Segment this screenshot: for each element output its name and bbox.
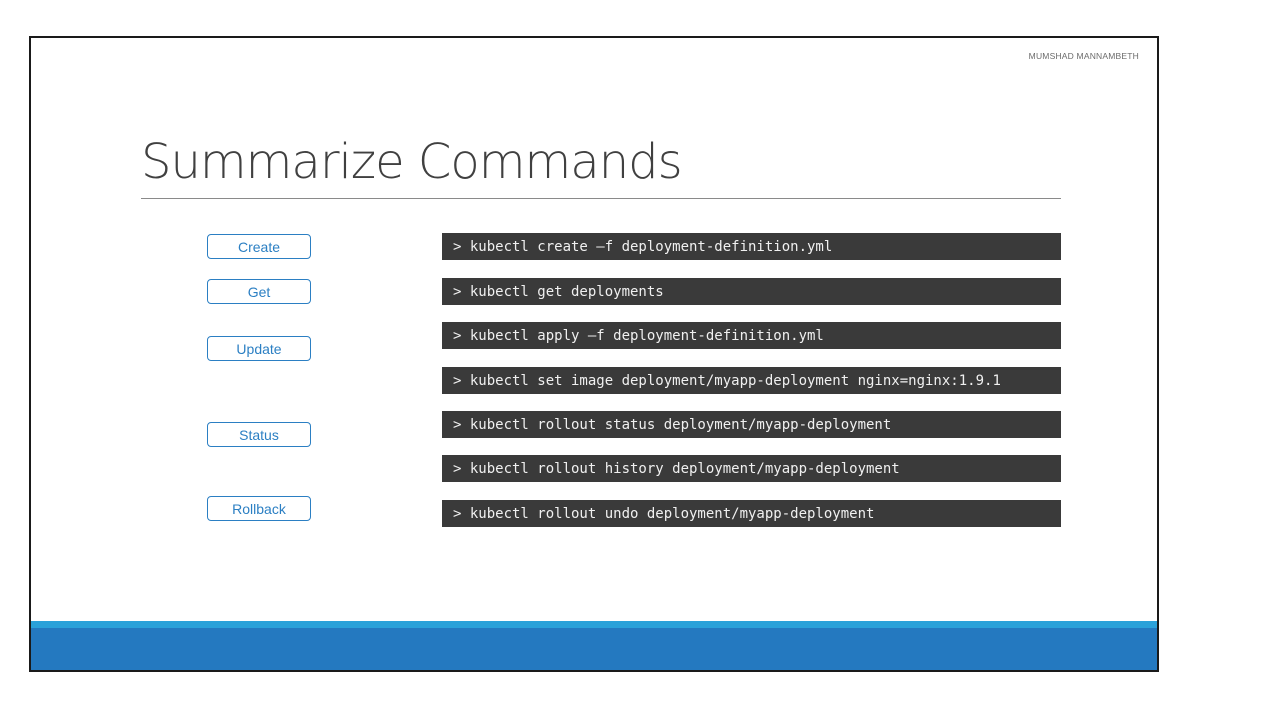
update-label: Update — [207, 336, 311, 361]
command-rollout-history: > kubectl rollout history deployment/mya… — [442, 455, 1061, 482]
title-divider — [141, 198, 1061, 199]
get-label: Get — [207, 279, 311, 304]
command-rollout-undo: > kubectl rollout undo deployment/myapp-… — [442, 500, 1061, 527]
command-set-image: > kubectl set image deployment/myapp-dep… — [442, 367, 1061, 394]
command-get: > kubectl get deployments — [442, 278, 1061, 305]
command-rollout-status: > kubectl rollout status deployment/myap… — [442, 411, 1061, 438]
footer-band-light — [31, 621, 1157, 628]
author-name: MUMSHAD MANNAMBETH — [1028, 51, 1139, 61]
command-create: > kubectl create –f deployment-definitio… — [442, 233, 1061, 260]
slide: MUMSHAD MANNAMBETH Summarize Commands Cr… — [29, 36, 1159, 672]
command-apply: > kubectl apply –f deployment-definition… — [442, 322, 1061, 349]
footer-band-dark — [31, 628, 1157, 670]
status-label: Status — [207, 422, 311, 447]
rollback-label: Rollback — [207, 496, 311, 521]
slide-title: Summarize Commands — [141, 134, 683, 190]
create-label: Create — [207, 234, 311, 259]
